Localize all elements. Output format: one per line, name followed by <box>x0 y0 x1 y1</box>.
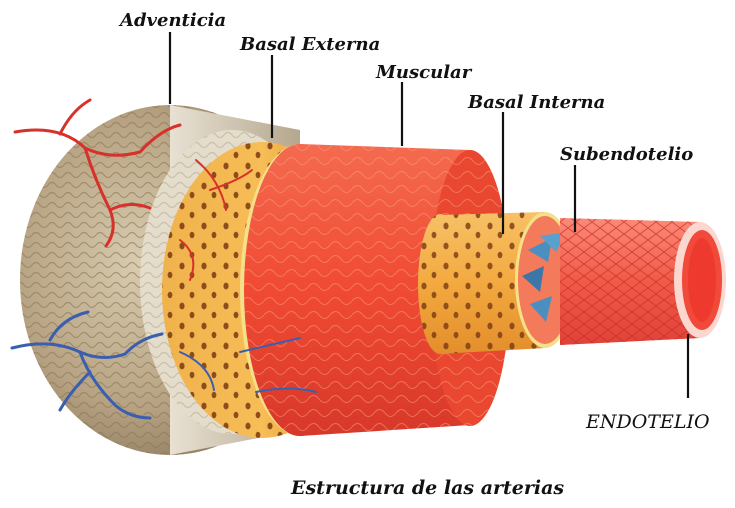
label-basal-externa: Basal Externa <box>239 34 380 55</box>
label-subendotelio: Subendotelio <box>560 144 693 165</box>
diagram-caption: Estructura de las arterias <box>290 477 564 499</box>
label-muscular: Muscular <box>375 62 473 83</box>
label-adventicia: Adventicia <box>118 10 226 31</box>
endotelio-layer <box>560 218 726 345</box>
label-basal-interna: Basal Interna <box>467 92 605 113</box>
label-endotelio: ENDOTELIO <box>585 411 710 433</box>
